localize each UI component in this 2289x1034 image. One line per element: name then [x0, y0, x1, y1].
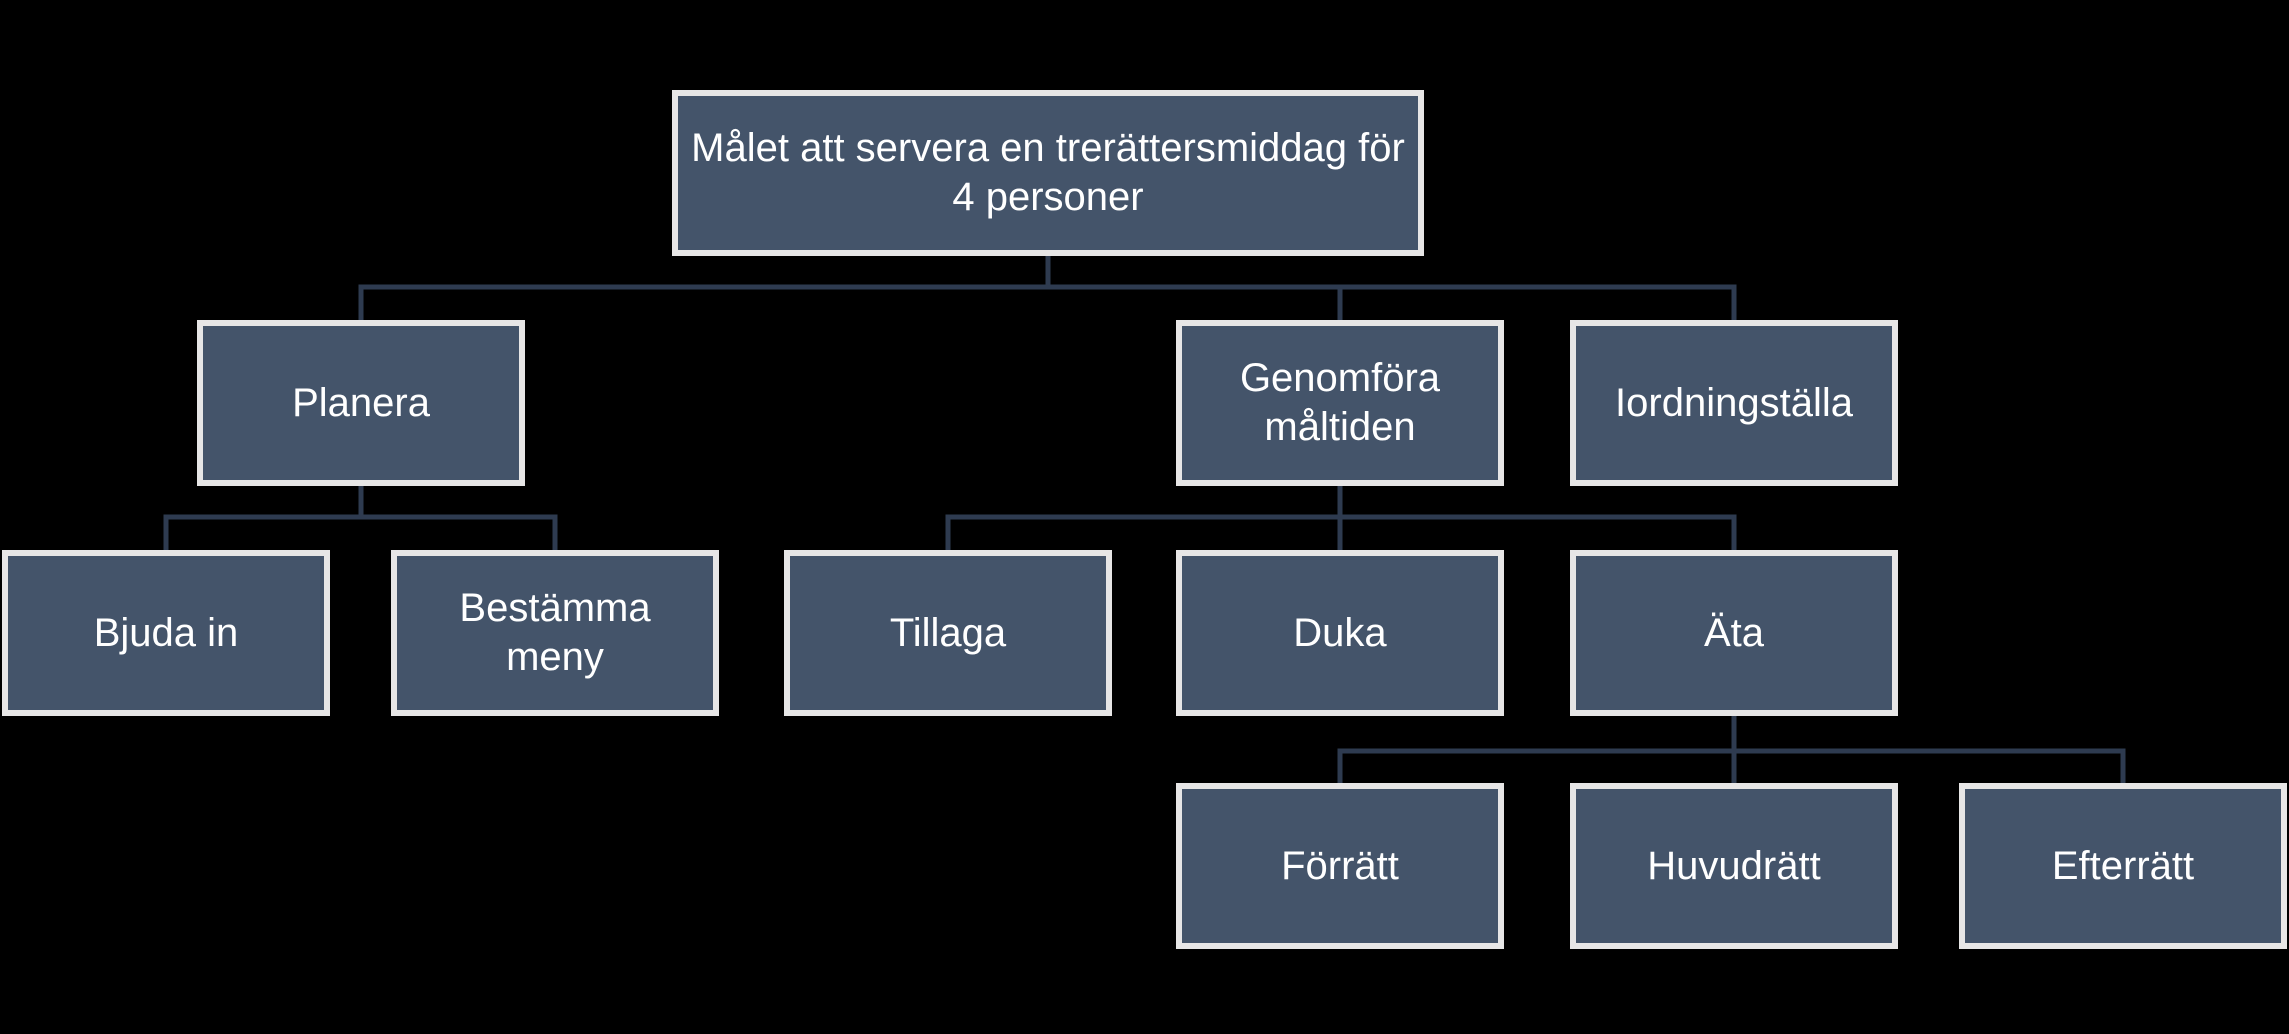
node-bjuda-in: Bjuda in: [2, 550, 330, 716]
node-goal: Målet att servera en trerättersmiddag fö…: [672, 90, 1424, 256]
connector-genomfora-to-children: [945, 483, 1737, 553]
node-bjuda-in-label: Bjuda in: [93, 610, 239, 655]
node-efterratt-label: Efterrätt: [2051, 843, 2195, 888]
connector-ata-to-children: [1337, 713, 2126, 786]
node-genomfora-maltiden-label: Genomföra måltiden: [1239, 356, 1441, 449]
node-planera: Planera: [197, 320, 525, 486]
node-genomfora-maltiden: Genomföra måltiden: [1176, 320, 1504, 486]
node-duka-label: Duka: [1293, 610, 1387, 655]
node-bestamma-meny: Bestämma meny: [391, 550, 719, 716]
node-ata-label: Äta: [1703, 610, 1765, 655]
node-iordningstalla: Iordningställa: [1570, 320, 1898, 486]
node-forratt-label: Förrätt: [1281, 843, 1399, 888]
node-ata: Äta: [1570, 550, 1898, 716]
node-huvudratt: Huvudrätt: [1570, 783, 1898, 949]
node-forratt: Förrätt: [1176, 783, 1504, 949]
node-iordningstalla-label: Iordningställa: [1615, 380, 1853, 425]
node-planera-label: Planera: [292, 380, 430, 425]
node-tillaga-label: Tillaga: [889, 610, 1007, 655]
node-goal-label: Målet att servera en trerättersmiddag fö…: [691, 126, 1405, 219]
node-huvudratt-label: Huvudrätt: [1647, 843, 1821, 888]
node-bestamma-meny-label: Bestämma meny: [459, 586, 651, 679]
node-efterratt: Efterrätt: [1959, 783, 2287, 949]
connector-root-to-level2: [358, 253, 1737, 323]
connector-planera-to-children: [163, 483, 558, 553]
node-tillaga: Tillaga: [784, 550, 1112, 716]
node-duka: Duka: [1176, 550, 1504, 716]
